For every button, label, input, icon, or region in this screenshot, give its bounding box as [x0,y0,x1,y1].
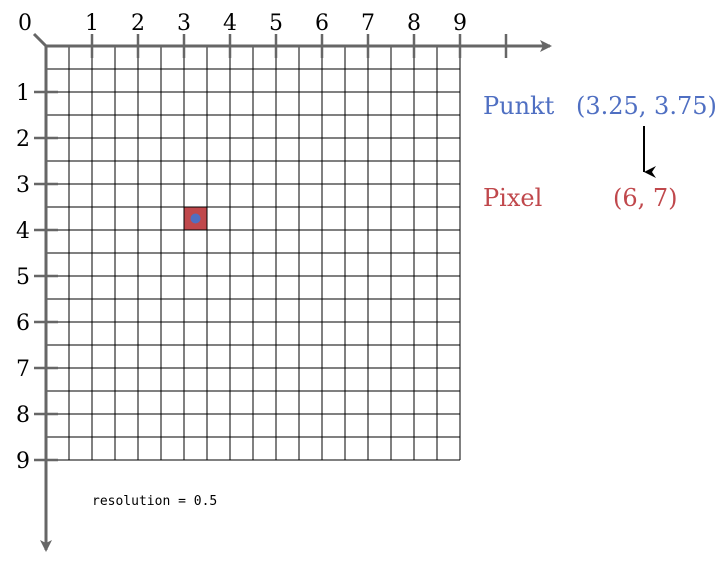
grid-lines [45,45,461,461]
x-tick-label: 4 [223,11,237,36]
y-tick-label: 2 [16,127,30,152]
x-tick-label: 7 [361,11,375,36]
pixel-layer [184,207,207,230]
sample-point [190,213,201,224]
x-tick-label: 6 [315,11,329,36]
axes [32,32,552,552]
point-coords: (3.25, 3.75) [576,92,717,120]
x-tick-label: 5 [269,11,283,36]
y-tick-label: 8 [16,403,30,428]
origin-label: 0 [18,11,32,36]
pixel-coords: (6, 7) [613,184,678,212]
y-tick-label: 1 [16,81,30,106]
pixel-label: Pixel [483,184,542,212]
resolution-caption: resolution = 0.5 [92,494,217,509]
x-tick-label: 9 [453,11,467,36]
y-tick-label: 5 [16,265,30,290]
origin-diagonal [32,32,48,48]
y-tick-label: 6 [16,311,30,336]
y-tick-label: 4 [16,219,30,244]
tick-marks [34,34,508,462]
y-tick-label: 7 [16,357,30,382]
x-tick-label: 2 [131,11,145,36]
x-tick-label: 8 [407,11,421,36]
x-tick-label: 3 [177,11,191,36]
y-tick-label: 9 [16,449,30,474]
point-label: Punkt [483,92,555,120]
x-tick-label: 1 [85,11,99,36]
tick-labels: 1 2 3 4 5 6 7 8 9 1 2 3 4 5 6 7 8 9 [16,11,467,474]
y-tick-label: 3 [16,173,30,198]
